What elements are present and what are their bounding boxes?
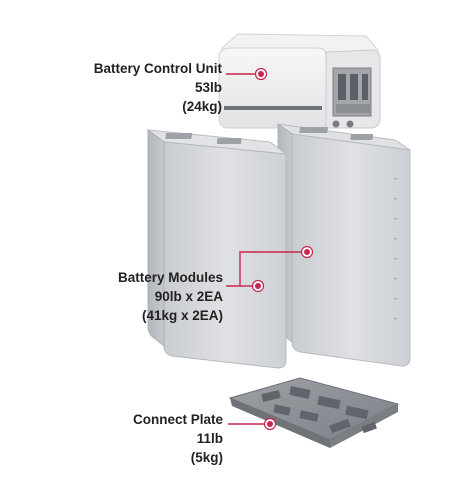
battery-module-left-illustration — [146, 129, 288, 369]
component-weight-kg: (41kg x 2EA) — [141, 308, 223, 323]
component-weight-kg: (24kg) — [182, 99, 222, 114]
component-weight-kg: (5kg) — [190, 450, 223, 465]
connect-plate-illustration — [228, 377, 400, 448]
battery-control-unit-illustration — [218, 33, 381, 129]
battery-module-right-illustration — [277, 123, 411, 367]
component-weight-lb: 11lb — [196, 431, 223, 446]
component-name: Battery Modules — [117, 270, 223, 285]
component-name: Connect Plate — [132, 412, 223, 427]
callout-markers — [251, 67, 314, 431]
component-weight-lb: 53lb — [194, 80, 222, 95]
label-battery-control-unit: Battery Control Unit 53lb (24kg) — [94, 59, 222, 116]
label-battery-modules: Battery Modules 90lb x 2EA (41kg x 2EA) — [118, 268, 223, 325]
label-connect-plate: Connect Plate 11lb (5kg) — [133, 410, 223, 467]
callout-lines — [226, 73, 305, 425]
component-name: Battery Control Unit — [93, 61, 222, 76]
component-weight-lb: 90lb x 2EA — [154, 289, 223, 304]
